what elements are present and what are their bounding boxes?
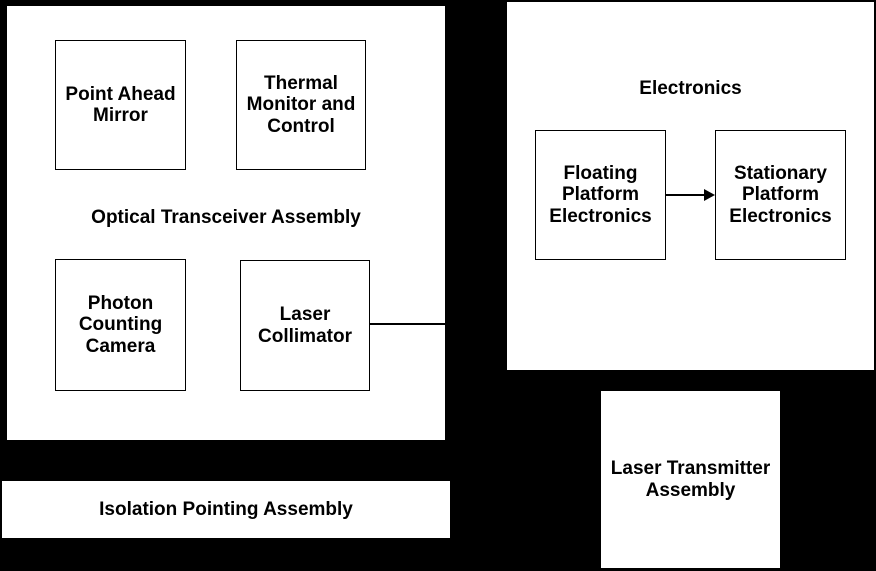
isolation-pointing-assembly-label: Isolation Pointing Assembly [99,498,353,520]
electronics-panel: Electronics Floating Platform Electronic… [507,2,874,370]
box-point-ahead-mirror: Point Ahead Mirror [55,40,186,170]
optical-transceiver-assembly-panel: Point Ahead Mirror Thermal Monitor and C… [7,6,445,440]
laser-collimator-connector-line [370,323,445,325]
arrow-head-icon [704,189,715,201]
isolation-pointing-assembly-bar: Isolation Pointing Assembly [2,481,450,538]
box-photon-counting-camera-label: Photon Counting Camera [78,292,163,357]
box-thermal-monitor-and-control: Thermal Monitor and Control [236,40,366,170]
box-laser-transmitter-assembly: Laser Transmitter Assembly [601,391,780,568]
box-stationary-platform-electronics-label: Stationary Platform Electronics [729,162,832,227]
floating-to-stationary-arrow-line [666,194,706,196]
optical-transceiver-assembly-title: Optical Transceiver Assembly [91,207,361,228]
box-floating-platform-electronics-label: Floating Platform Electronics [549,162,652,227]
box-thermal-monitor-and-control-label: Thermal Monitor and Control [246,72,356,137]
box-point-ahead-mirror-label: Point Ahead Mirror [65,83,176,127]
box-floating-platform-electronics: Floating Platform Electronics [535,130,666,260]
electronics-title: Electronics [639,78,742,99]
box-laser-collimator: Laser Collimator [240,260,370,391]
box-laser-transmitter-assembly-label: Laser Transmitter Assembly [610,458,771,501]
box-stationary-platform-electronics: Stationary Platform Electronics [715,130,846,260]
box-photon-counting-camera: Photon Counting Camera [55,259,186,391]
box-laser-collimator-label: Laser Collimator [258,304,352,347]
